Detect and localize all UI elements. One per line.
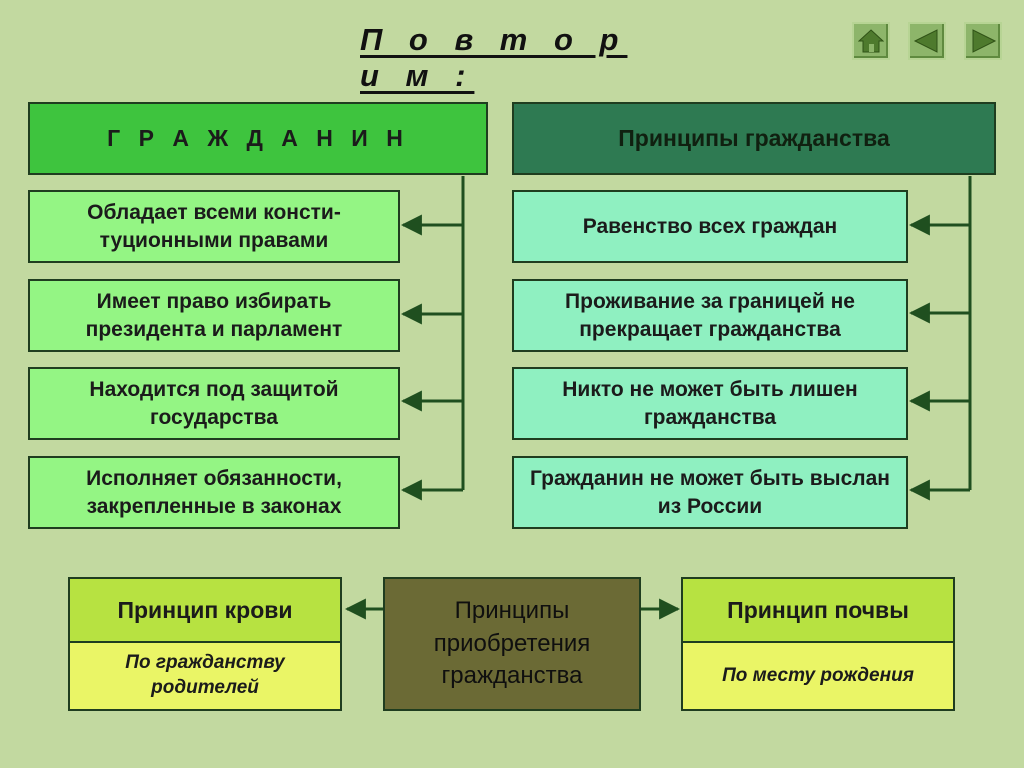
citizen-item-3: Находится под защитой государства [28, 367, 400, 440]
back-button[interactable] [908, 22, 946, 60]
citizen-header: Г Р А Ж Д А Н И Н [28, 102, 488, 175]
acquisition-center-box: Принципы приобретения гражданства [383, 577, 641, 711]
principle-item-3: Никто не может быть лишен гражданства [512, 367, 908, 440]
soil-principle-title: Принцип почвы [681, 577, 955, 643]
arrow-left-icon [913, 29, 938, 53]
soil-principle-desc: По месту рождения [681, 641, 955, 711]
citizen-item-2: Имеет право избирать президента и парлам… [28, 279, 400, 352]
citizen-item-4: Исполняет обязанности, закрепленные в за… [28, 456, 400, 529]
home-icon [858, 29, 884, 53]
citizen-item-1: Обладает всеми консти-туционными правами [28, 190, 400, 263]
principle-item-1: Равенство всех граждан [512, 190, 908, 263]
principle-item-2: Проживание за границей не прекращает гра… [512, 279, 908, 352]
blood-principle-title: Принцип крови [68, 577, 342, 643]
arrow-right-icon [972, 29, 997, 53]
blood-principle-desc: По гражданству родителей [68, 641, 342, 711]
principles-header: Принципы гражданства [512, 102, 996, 175]
principle-item-4: Гражданин не может быть выслан из России [512, 456, 908, 529]
home-button[interactable] [852, 22, 890, 60]
forward-button[interactable] [964, 22, 1002, 60]
